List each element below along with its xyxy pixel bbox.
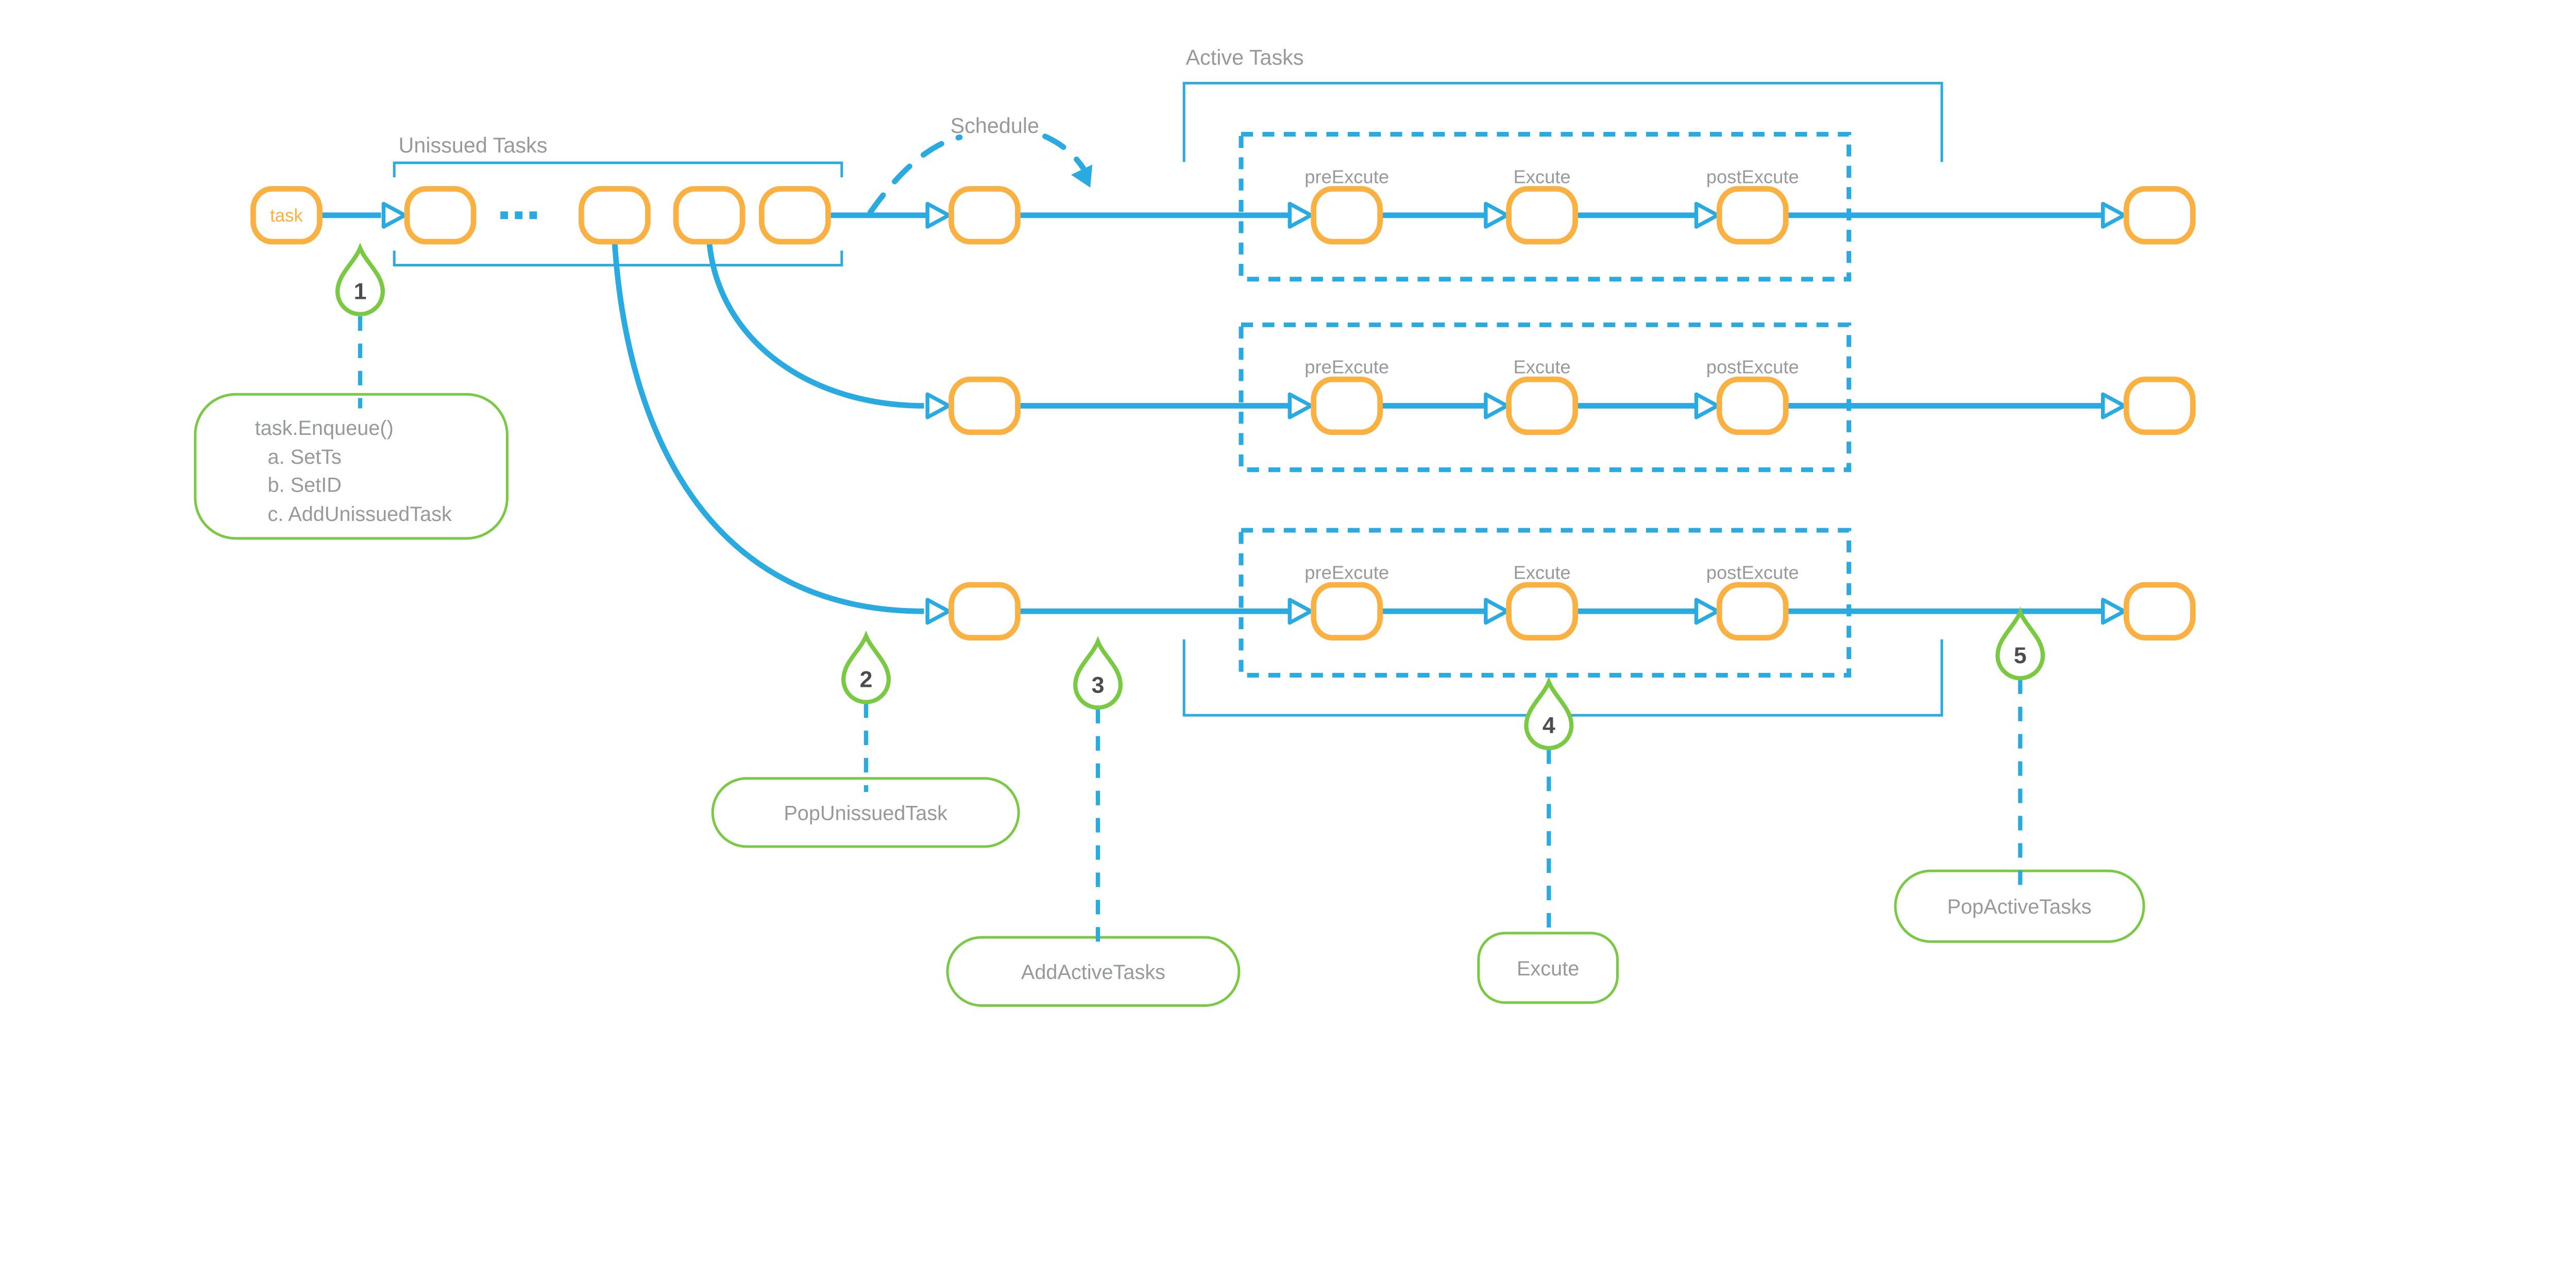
annotation-excute: Excute xyxy=(1477,932,1619,1004)
row2-postexcute-node xyxy=(1719,379,1786,432)
annotation-box xyxy=(946,936,1241,1007)
pin-3-number: 3 xyxy=(1092,672,1105,698)
task-scheduler-diagram: task Unissued Tasks Schedule Active Task… xyxy=(194,45,2196,1007)
row1-postexcute-node xyxy=(1719,189,1786,242)
pin-1-number: 1 xyxy=(354,279,367,305)
row1-entry-node xyxy=(951,189,1018,242)
step-pins: 1 2 3 4 5 xyxy=(337,248,2043,748)
annotation-box xyxy=(194,393,509,540)
annotation-pop-unissued: PopUnissuedTask xyxy=(711,777,1020,848)
arrowhead-icon xyxy=(1697,204,1718,227)
row3-postexcute-node xyxy=(1719,585,1786,638)
queue-node xyxy=(407,189,473,242)
enqueue-title: task.Enqueue() xyxy=(255,417,394,440)
annotation-pop-active: PopActiveTasks xyxy=(1894,869,2145,943)
pin-4-number: 4 xyxy=(1543,713,1555,738)
arrowhead-icon xyxy=(1697,600,1718,623)
preexcute-label: preExcute xyxy=(1304,357,1389,378)
pin-5-number: 5 xyxy=(2014,643,2027,668)
schedule-label: Schedule xyxy=(951,114,1039,138)
pop-unissued-label: PopUnissuedTask xyxy=(784,802,947,825)
active-tasks-label: Active Tasks xyxy=(1185,46,1303,70)
annotation-enqueue: task.Enqueue() a. SetTs b. SetID c. AddU… xyxy=(194,393,509,540)
arrowhead-icon xyxy=(927,394,948,417)
postexcute-label: postExcute xyxy=(1706,166,1799,188)
arrowhead-icon xyxy=(1486,204,1507,227)
arrowhead-icon xyxy=(384,204,405,227)
ellipsis-dot xyxy=(500,211,509,220)
preexcute-label: preExcute xyxy=(1304,166,1389,188)
schedule-arc xyxy=(867,133,1093,215)
row2-final-node xyxy=(2126,379,2193,432)
postexcute-label: postExcute xyxy=(1706,357,1799,378)
row1-final-node xyxy=(2126,189,2193,242)
excute-label: Excute xyxy=(1513,166,1570,188)
arrowhead-icon xyxy=(1290,394,1311,417)
execution-box-row1 xyxy=(1239,132,1852,282)
execution-box-row3 xyxy=(1239,528,1852,678)
annotation-add-active: AddActiveTasks xyxy=(946,936,1241,1007)
row3-entry-node xyxy=(951,585,1018,638)
queue-node xyxy=(676,189,742,242)
arrowhead-icon xyxy=(1290,204,1311,227)
row-1-phase-labels: preExcute Excute postExcute xyxy=(1304,166,1799,188)
unissued-tasks-label: Unissued Tasks xyxy=(398,133,547,157)
pin-connectors xyxy=(358,316,2023,952)
row1-excute-node xyxy=(1509,189,1575,242)
arrowhead-icon xyxy=(1486,600,1507,623)
queue-node xyxy=(761,189,828,242)
excute-label: Excute xyxy=(1513,357,1570,378)
arrowhead-icon xyxy=(1486,394,1507,417)
enqueue-item-b: b. SetID xyxy=(268,474,342,497)
row3-excute-node xyxy=(1509,585,1575,638)
row-2-phase-labels: preExcute Excute postExcute xyxy=(1304,357,1799,378)
flow-lines xyxy=(320,204,2124,622)
row3-final-node xyxy=(2126,585,2193,638)
arrowhead-icon xyxy=(927,204,948,227)
diagram-svg: task Unissued Tasks Schedule Active Task… xyxy=(194,45,2196,1007)
pin-2-number: 2 xyxy=(860,667,873,693)
task-node-label: task xyxy=(270,206,303,226)
arrowhead-icon xyxy=(1290,600,1311,623)
arrowhead-icon xyxy=(927,600,948,623)
pop-active-label: PopActiveTasks xyxy=(1947,896,2092,918)
annotation-box xyxy=(1477,932,1619,1004)
preexcute-label: preExcute xyxy=(1304,562,1389,583)
row2-preexcute-node xyxy=(1314,379,1380,432)
enqueue-item-c: c. AddUnissuedTask xyxy=(268,503,452,526)
add-active-label: AddActiveTasks xyxy=(1021,961,1165,984)
arrowhead-icon xyxy=(2103,394,2124,417)
row2-excute-node xyxy=(1509,379,1575,432)
row1-preexcute-node xyxy=(1314,189,1380,242)
ellipsis-dot xyxy=(529,211,537,220)
postexcute-label: postExcute xyxy=(1706,562,1799,583)
row3-preexcute-node xyxy=(1314,585,1380,638)
excute-action-label: Excute xyxy=(1517,957,1579,980)
ellipsis-dot xyxy=(515,211,523,220)
arrowhead-icon xyxy=(2103,600,2124,623)
row-3-phase-labels: preExcute Excute postExcute xyxy=(1304,562,1799,583)
row2-entry-node xyxy=(951,379,1018,432)
execution-box-row2 xyxy=(1239,322,1852,473)
enqueue-item-a: a. SetTs xyxy=(268,446,342,468)
task-queue xyxy=(253,189,828,242)
annotation-box xyxy=(711,777,1020,848)
arc-arrowhead-icon xyxy=(1071,164,1093,188)
queue-node xyxy=(581,189,648,242)
arrowhead-icon xyxy=(1697,394,1718,417)
excute-label: Excute xyxy=(1513,562,1570,583)
arrowhead-icon xyxy=(2103,204,2124,227)
